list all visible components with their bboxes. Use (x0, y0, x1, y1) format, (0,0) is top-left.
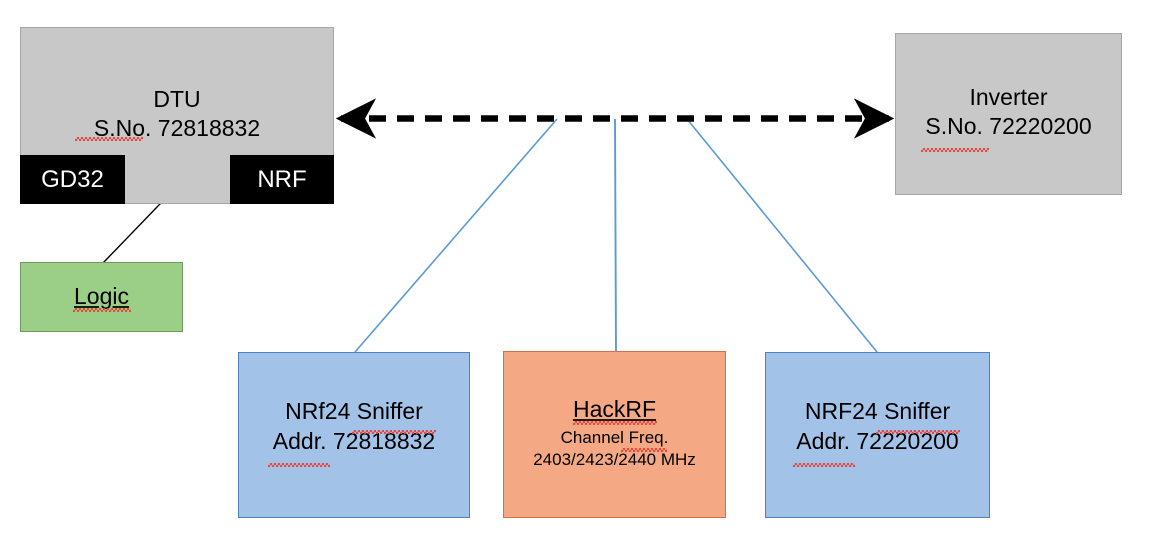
tap-sniffer-left (354, 118, 558, 353)
tap-sniffer-right (686, 118, 878, 353)
gd32-chip-box[interactable]: GD32 (20, 155, 125, 204)
sniffer-right-box[interactable]: NRF24 Sniffer Addr. 72220200 (765, 352, 990, 518)
hackrf-title: HackRF (572, 396, 657, 422)
inverter-title: Inverter (969, 84, 1048, 110)
inverter-serial: S.No. 72220200 (925, 113, 1092, 140)
nrf-label: NRF (257, 165, 307, 193)
logic-box[interactable]: Logic (20, 262, 183, 332)
dtu-serial: S.No. 72818832 (93, 115, 261, 142)
dtu-title: DTU (153, 86, 201, 112)
sniffer-right-title: NRF24 Sniffer (804, 398, 951, 424)
hackrf-box[interactable]: HackRF Channel Freq. 2403/2423/2440 MHz (503, 351, 726, 518)
tap-hackrf (614, 118, 617, 352)
logic-label: Logic (74, 283, 129, 310)
nrf-chip-box[interactable]: NRF (230, 155, 334, 204)
gd32-label: GD32 (41, 165, 104, 193)
hackrf-frequencies: 2403/2423/2440 MHz (533, 450, 696, 470)
sniffer-left-box[interactable]: NRf24 Sniffer Addr. 72818832 (238, 352, 470, 518)
inverter-box[interactable]: Inverter S.No. 72220200 (895, 33, 1122, 195)
sniffer-right-address: Addr. 72220200 (796, 428, 959, 455)
tap-lines-group (354, 118, 878, 353)
sniffer-left-title: NRf24 Sniffer (285, 398, 423, 424)
sniffer-left-address: Addr. 72818832 (272, 428, 436, 455)
hackrf-channel-label: Channel Freq. (560, 428, 669, 448)
